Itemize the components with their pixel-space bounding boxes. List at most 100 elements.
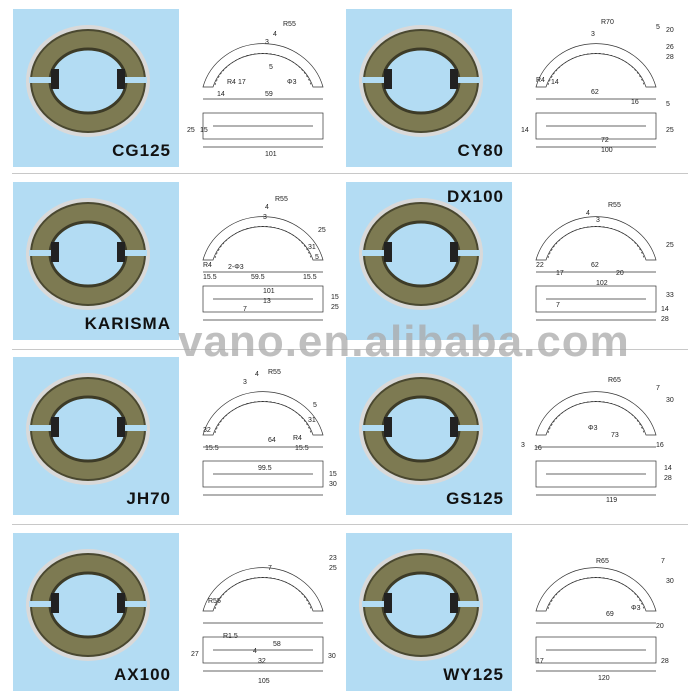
dimension-label: R4 — [536, 77, 545, 84]
dimension-label: 64 — [268, 437, 276, 444]
dimension-label: Φ3 — [287, 79, 297, 86]
dimension-label: 5 — [656, 24, 660, 31]
dimension-label: 102 — [596, 280, 608, 287]
drawing-lines — [202, 391, 324, 496]
dimension-label: 16 — [534, 445, 542, 452]
dimension-label: 62 — [591, 262, 599, 269]
dimension-label: 3 — [263, 214, 267, 221]
dimension-label: R55 — [268, 369, 281, 376]
dimension-label: 32 — [203, 427, 211, 434]
dimension-label: 28 — [661, 658, 669, 665]
product-photo: CY80 — [346, 9, 512, 167]
brake-shoe-image — [26, 373, 150, 485]
dimension-label: Φ3 — [588, 425, 598, 432]
dimension-label: 25 — [666, 127, 674, 134]
dimension-label: 58 — [273, 641, 281, 648]
dimension-label: 14 — [521, 127, 529, 134]
dimension-label: R70 — [601, 19, 614, 26]
divider — [12, 349, 688, 350]
drawing-lines — [202, 216, 324, 321]
dimension-label: 105 — [258, 678, 270, 685]
drawing-lines — [202, 567, 324, 672]
dimension-label: 27 — [191, 651, 199, 658]
dimension-label: 69 — [606, 611, 614, 618]
dimension-label: 7 — [268, 565, 272, 572]
model-label: KARISMA — [84, 314, 171, 334]
dimension-label: 120 — [598, 675, 610, 682]
dimension-label: 3 — [243, 379, 247, 386]
dimension-label: R55 — [208, 598, 221, 605]
dimension-label: 15.5 — [203, 274, 217, 281]
brake-shoe-image — [359, 25, 483, 137]
model-label: CG125 — [112, 141, 171, 161]
dimension-label: 7 — [243, 306, 247, 313]
dimension-label: 25 — [318, 227, 326, 234]
watermark: vano.en.alibaba.com — [178, 317, 630, 366]
brake-shoe-image — [26, 25, 150, 137]
dimension-label: R1.5 — [223, 633, 238, 640]
dimension-label: 7 — [656, 385, 660, 392]
drawing-lines — [535, 43, 657, 148]
dimension-label: 62 — [591, 89, 599, 96]
dimension-label: 72 — [601, 137, 609, 144]
dimension-label: R4 — [203, 262, 212, 269]
product-photo: AX100 — [13, 533, 179, 691]
dimension-label: 7 — [661, 558, 665, 565]
brake-shoe-image — [26, 549, 150, 661]
dimension-label: 5 — [315, 254, 319, 261]
dimension-label: 14 — [217, 91, 225, 98]
product-photo: WY125 — [346, 533, 512, 691]
dimension-label: 25 — [329, 565, 337, 572]
product-photo: CG125 — [13, 9, 179, 167]
model-label: DX100 — [447, 187, 504, 206]
drawing-lines — [535, 391, 657, 496]
dimension-label: 5 — [666, 101, 670, 108]
product-photo: KARISMA — [13, 182, 179, 340]
dimension-label: R65 — [596, 558, 609, 565]
dimension-label: 16 — [656, 442, 664, 449]
dimension-label: 4 — [253, 648, 257, 655]
dimension-label: 30 — [666, 578, 674, 585]
dimension-label: 30 — [329, 481, 337, 488]
dimension-label: 119 — [606, 497, 618, 504]
dimension-label: R55 — [283, 21, 296, 28]
dimension-label: 26 — [666, 44, 674, 51]
dimension-label: 20 — [666, 27, 674, 34]
dimension-label: 101 — [265, 151, 277, 158]
dimension-label: 33 — [666, 292, 674, 299]
dimension-label: 3 — [521, 442, 525, 449]
dimension-label: 25 — [331, 304, 339, 311]
dimension-label: 17 — [556, 270, 564, 277]
dimension-label: 20 — [616, 270, 624, 277]
model-label: GS125 — [446, 489, 504, 509]
product-photo: GS125 — [346, 357, 512, 515]
dimension-label: 5 — [269, 64, 273, 71]
dimension-label: 31 — [308, 417, 316, 424]
dimension-label: 22 — [536, 262, 544, 269]
dimension-label: 23 — [329, 555, 337, 562]
brake-shoe-image — [359, 198, 483, 310]
dimension-label: 15 — [200, 127, 208, 134]
dimension-label: 13 — [263, 298, 271, 305]
dimension-label: 32 — [258, 658, 266, 665]
dimension-label: 59.5 — [251, 274, 265, 281]
dimension-label: 14 — [664, 465, 672, 472]
drawing-lines — [202, 43, 324, 148]
dimension-label: 25 — [187, 127, 195, 134]
dimension-label: Φ3 — [631, 605, 641, 612]
dimension-label: 3 — [265, 39, 269, 46]
divider — [12, 524, 688, 525]
